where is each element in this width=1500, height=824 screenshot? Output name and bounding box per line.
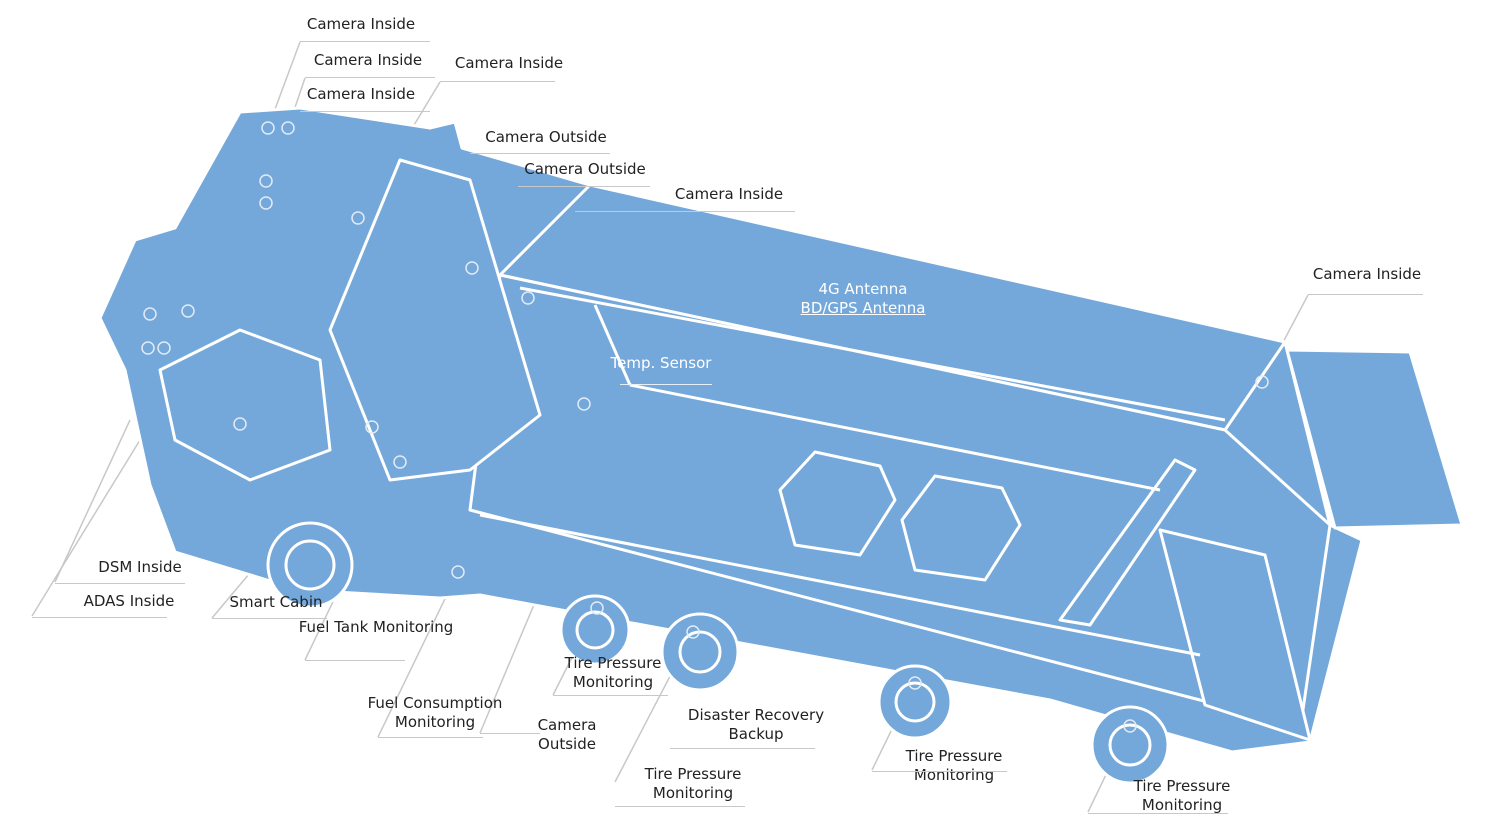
- leader-underline: [300, 41, 430, 42]
- label-smart-cabin: Smart Cabin: [229, 593, 323, 611]
- label-adas-inside: ADAS Inside: [83, 592, 175, 610]
- label-line: Tire Pressure: [1133, 777, 1231, 795]
- label-4g-antenna: 4G Antenna: [818, 280, 908, 298]
- leader-underline: [480, 733, 540, 734]
- leader-underline: [518, 186, 650, 187]
- leader-underline: [55, 583, 185, 584]
- label-camera-inside-5: Camera Inside: [674, 185, 784, 203]
- leader-underline: [553, 695, 668, 696]
- label-line: Camera: [537, 716, 597, 734]
- label-camera-inside-6: Camera Inside: [1312, 265, 1422, 283]
- leader-underline: [615, 806, 745, 807]
- label-line: Monitoring: [652, 784, 734, 802]
- leader-underline: [32, 617, 167, 618]
- leader-underline: [620, 384, 712, 385]
- label-line: Disaster Recovery: [687, 706, 825, 724]
- label-line: Tire Pressure: [905, 747, 1003, 765]
- leader-underline: [670, 748, 815, 749]
- leader-underline: [575, 211, 795, 212]
- leader-underline: [470, 153, 610, 154]
- label-camera-inside-2: Camera Inside: [313, 51, 423, 69]
- leader-underline: [212, 618, 327, 619]
- label-line: Tire Pressure: [644, 765, 742, 783]
- label-gps-antenna: BD/GPS Antenna: [800, 299, 926, 317]
- label-camera-outside-1: Camera Outside: [485, 128, 607, 146]
- label-line: Backup: [728, 725, 784, 743]
- leader-underline: [305, 660, 405, 661]
- label-dsm-inside: DSM Inside: [98, 558, 182, 576]
- leader-underline: [305, 77, 435, 78]
- label-camera-outside-2: Camera Outside: [524, 160, 646, 178]
- label-camera-inside-4: Camera Inside: [306, 85, 416, 103]
- leader-underline: [378, 737, 483, 738]
- sensor-markers: [141, 121, 1269, 733]
- label-fuel-tank-monitoring: Fuel Tank Monitoring: [298, 618, 454, 636]
- label-line: Monitoring: [572, 673, 654, 691]
- leader-underline: [1308, 294, 1423, 295]
- label-line: Tire Pressure: [564, 654, 662, 672]
- leader-underline: [300, 111, 430, 112]
- label-line: Monitoring: [1141, 796, 1223, 814]
- label-line: Outside: [538, 735, 596, 753]
- label-temp-sensor: Temp. Sensor: [610, 354, 712, 372]
- label-line: Monitoring: [913, 766, 995, 784]
- leader-underline: [872, 771, 1007, 772]
- leader-underline: [440, 81, 555, 82]
- label-camera-inside-3: Camera Inside: [454, 54, 564, 72]
- wheels: [266, 521, 1170, 785]
- leader-underline: [1088, 813, 1228, 814]
- label-line: Fuel Consumption: [367, 694, 503, 712]
- truck-body: [98, 106, 1464, 754]
- label-line: Monitoring: [394, 713, 476, 731]
- label-camera-inside-1: Camera Inside: [306, 15, 416, 33]
